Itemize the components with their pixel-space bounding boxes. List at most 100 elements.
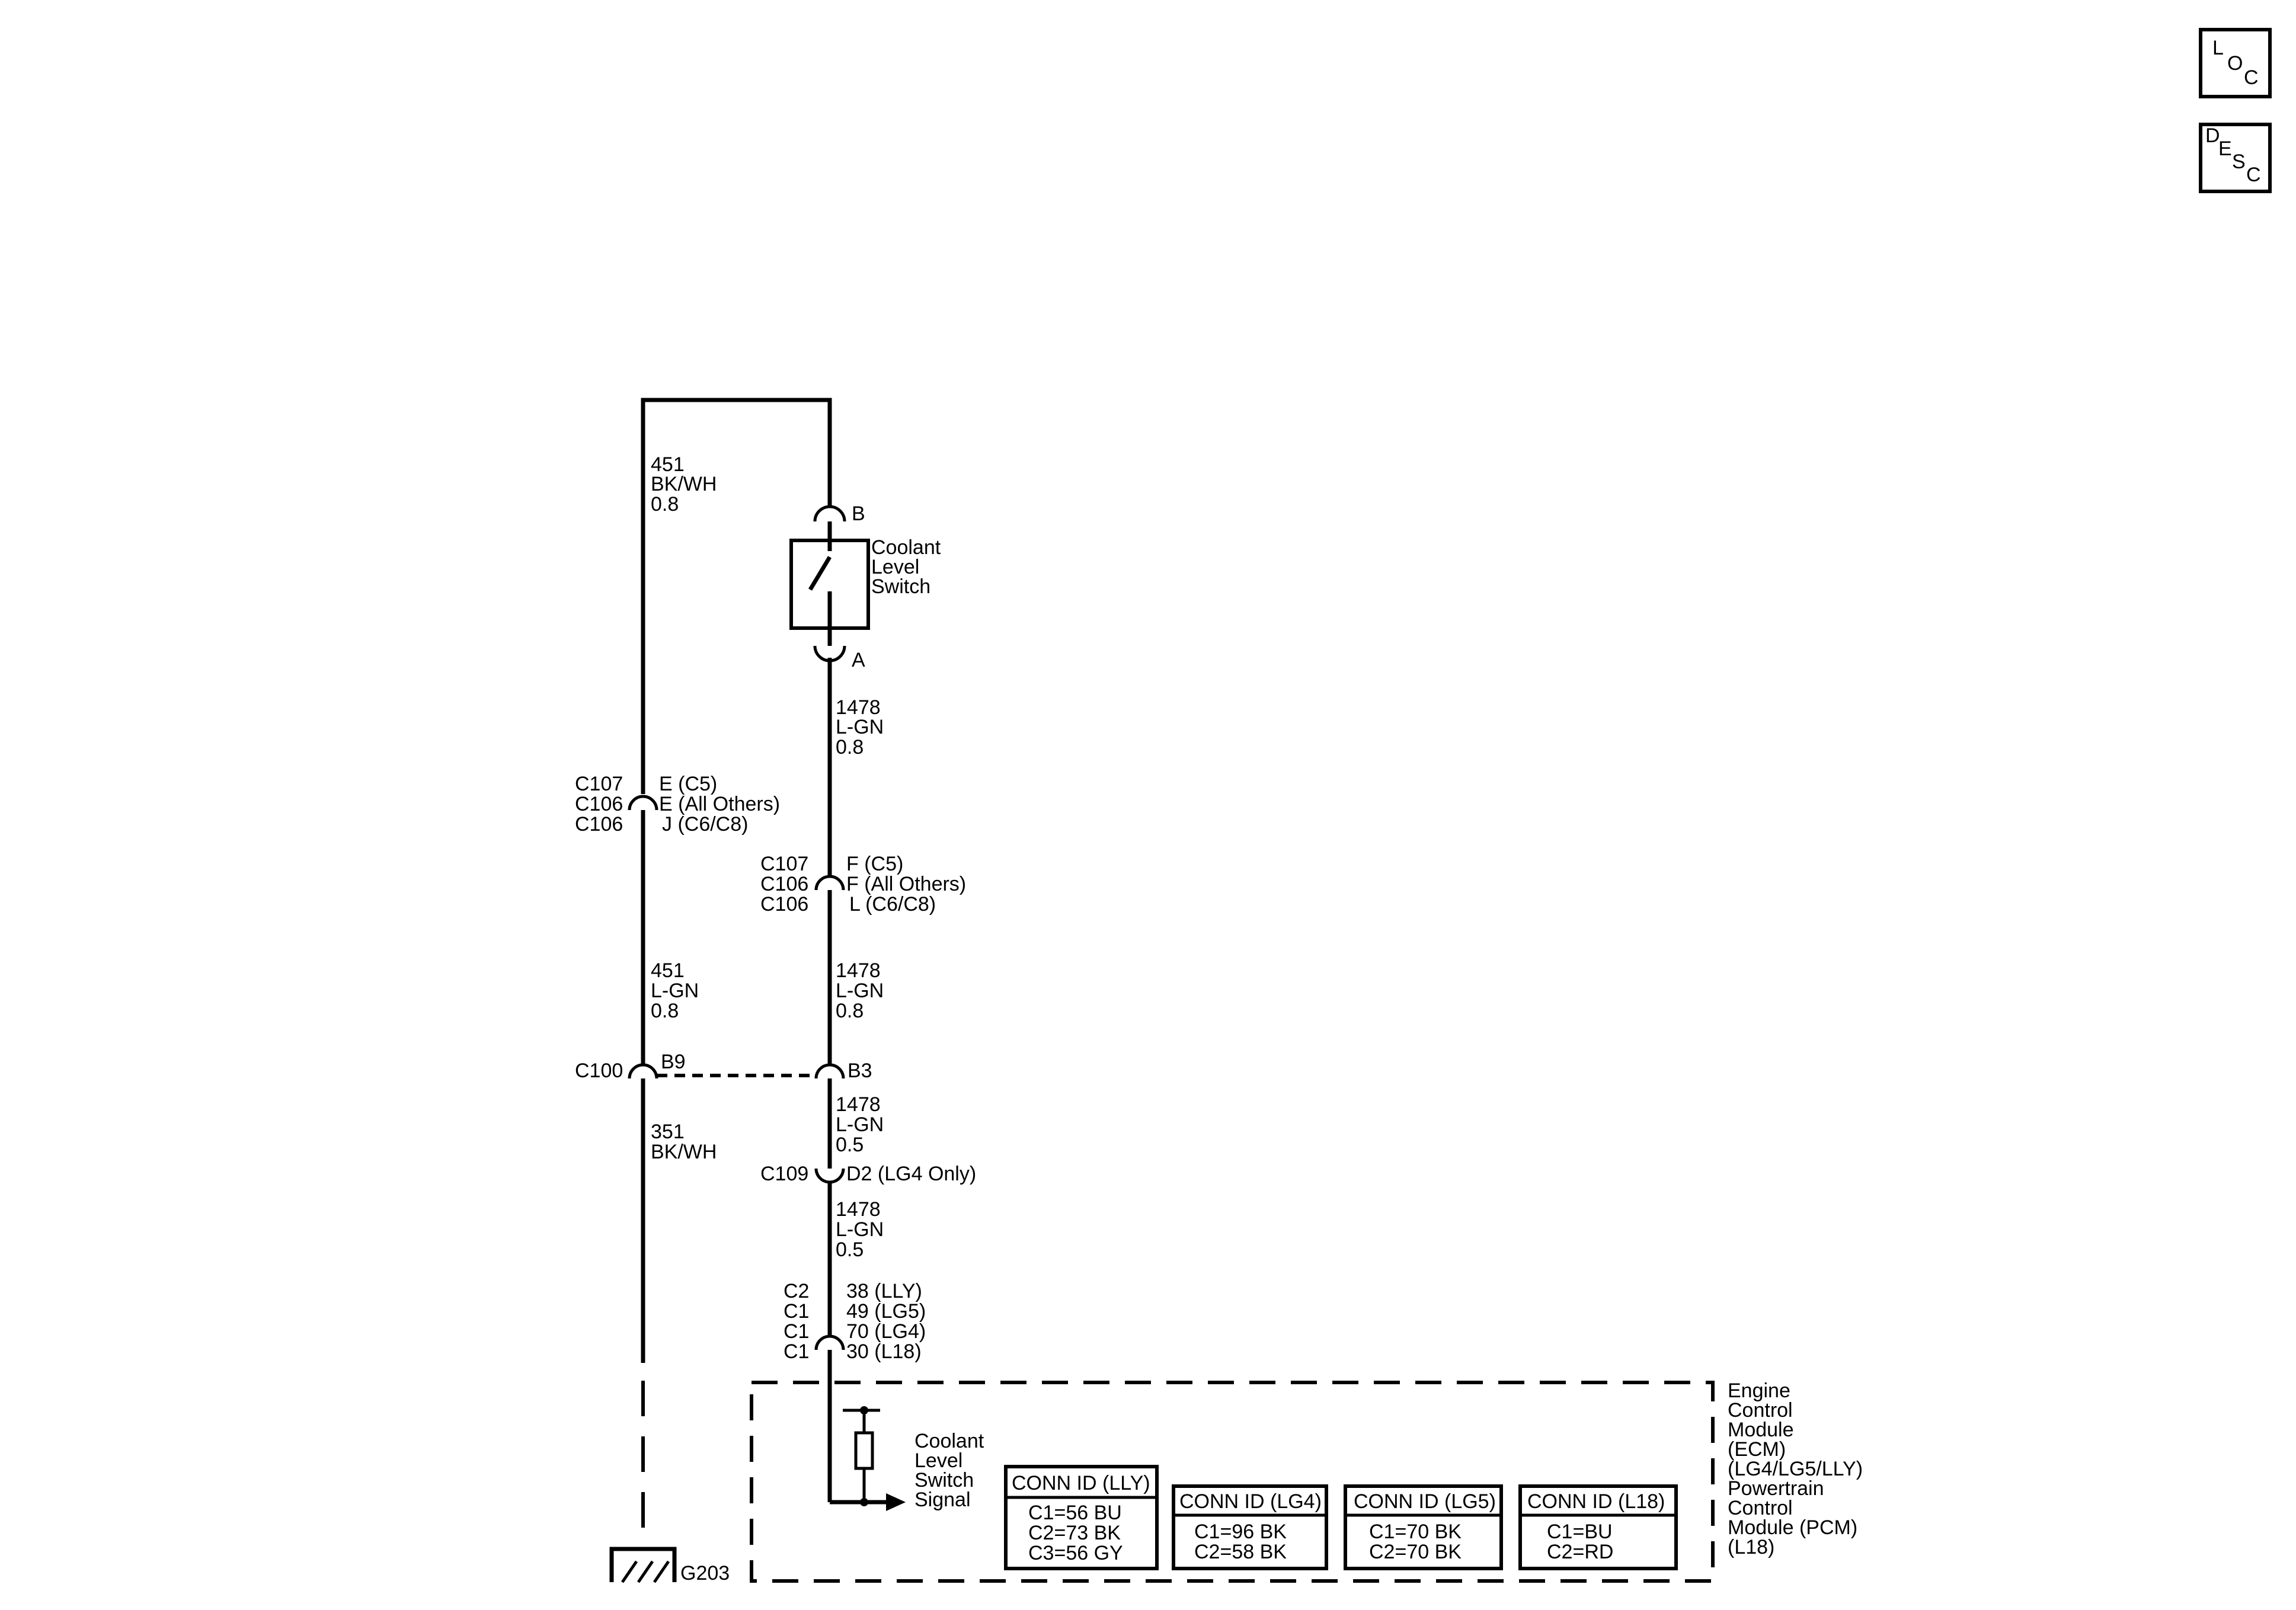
- loc-letter-o: O: [2227, 52, 2243, 75]
- svg-text:C1: C1: [784, 1320, 809, 1343]
- pin-b-label: B: [852, 502, 865, 525]
- svg-text:J (C6/C8): J (C6/C8): [662, 813, 748, 836]
- loc-button[interactable]: L O C: [2199, 28, 2272, 98]
- svg-text:C109: C109: [760, 1163, 808, 1185]
- c100-connector: C100 B9 B3: [575, 1051, 872, 1099]
- c109-connector: C109 D2 (LG4 Only): [760, 1158, 976, 1185]
- conn-table-row: C2=70 BK: [1369, 1541, 1462, 1563]
- inline-connector-icon: [628, 795, 658, 811]
- loc-letter-c: C: [2244, 66, 2259, 89]
- switch-contact-icon: [808, 556, 832, 591]
- svg-text:351: 351: [651, 1121, 685, 1143]
- switch-name-line2: Level: [871, 556, 919, 578]
- svg-text:(L18): (L18): [1728, 1536, 1774, 1558]
- svg-text:Engine: Engine: [1728, 1379, 1790, 1402]
- wire-label-left-top: 451 BK/WH 0.8: [651, 453, 717, 516]
- svg-text:C106: C106: [575, 813, 623, 836]
- conn-table-title: CONN ID (LG4): [1179, 1490, 1322, 1513]
- svg-text:(LG4/LG5/LLY): (LG4/LG5/LLY): [1728, 1458, 1863, 1480]
- inline-connector-icon: [814, 1063, 845, 1079]
- svg-text:C1: C1: [784, 1300, 809, 1323]
- svg-text:C107: C107: [760, 853, 808, 875]
- svg-text:C100: C100: [575, 1060, 623, 1082]
- svg-text:E (All Others): E (All Others): [659, 793, 780, 815]
- ground-icon: [609, 1547, 677, 1582]
- wire-label-right-mid: 1478 L-GN 0.8: [836, 959, 884, 1022]
- wire-label-left-low: 351 BK/WH: [651, 1121, 717, 1163]
- svg-text:B3: B3: [848, 1060, 872, 1082]
- svg-text:70 (LG4): 70 (LG4): [846, 1320, 926, 1343]
- svg-text:C106: C106: [760, 893, 808, 916]
- loc-icon: [2199, 28, 2272, 98]
- svg-text:C1: C1: [784, 1340, 809, 1363]
- svg-text:0.5: 0.5: [836, 1134, 864, 1156]
- wire-label-right-low2: 1478 L-GN 0.5: [836, 1198, 884, 1261]
- svg-text:B9: B9: [661, 1051, 686, 1073]
- svg-text:451: 451: [651, 959, 685, 982]
- top-loop-wire: [641, 398, 832, 794]
- svg-text:Switch: Switch: [914, 1469, 974, 1491]
- wire-label-right-low1: 1478 L-GN 0.5: [836, 1093, 884, 1156]
- svg-text:49 (LG5): 49 (LG5): [846, 1300, 926, 1323]
- svg-text:Signal: Signal: [914, 1489, 971, 1511]
- svg-text:Module (PCM): Module (PCM): [1728, 1516, 1857, 1539]
- svg-text:0.8: 0.8: [836, 1000, 864, 1022]
- svg-text:Module: Module: [1728, 1419, 1794, 1441]
- desc-icon: [2199, 123, 2272, 193]
- inline-connector-icon: [814, 1168, 845, 1184]
- svg-text:L-GN: L-GN: [836, 1218, 884, 1241]
- conn-table-row: C1=BU: [1547, 1521, 1613, 1543]
- svg-text:Powertrain: Powertrain: [1728, 1477, 1824, 1500]
- svg-text:0.8: 0.8: [651, 1000, 679, 1022]
- svg-text:BK/WH: BK/WH: [651, 1141, 717, 1163]
- inline-connector-icon: [814, 875, 845, 891]
- switch-name-line3: Switch: [871, 575, 930, 598]
- svg-text:1478: 1478: [836, 1093, 881, 1116]
- svg-text:451: 451: [651, 453, 685, 476]
- svg-text:Coolant: Coolant: [914, 1430, 984, 1452]
- conn-id-table-lg5: CONN ID (LG5) C1=70 BK C2=70 BK: [1344, 1484, 1503, 1570]
- ecm-module-box: [750, 1381, 1715, 1583]
- svg-text:L-GN: L-GN: [836, 1113, 884, 1136]
- conn-table-row: C2=73 BK: [1028, 1522, 1121, 1544]
- desc-letter-c: C: [2246, 164, 2261, 186]
- svg-text:Control: Control: [1728, 1497, 1793, 1519]
- svg-text:Control: Control: [1728, 1399, 1793, 1422]
- svg-text:E (C5): E (C5): [659, 773, 717, 795]
- conn-table-title: CONN ID (LG5): [1354, 1490, 1496, 1513]
- svg-text:0.8: 0.8: [836, 736, 864, 758]
- svg-text:L-GN: L-GN: [836, 980, 884, 1002]
- svg-text:L-GN: L-GN: [651, 980, 699, 1002]
- wire-label-left-mid: 451 L-GN 0.8: [651, 959, 699, 1022]
- ground-g203: G203: [609, 1547, 730, 1585]
- desc-letter-d: D: [2205, 124, 2220, 147]
- conn-id-table-l18: CONN ID (L18) C1=BU C2=RD: [1518, 1484, 1678, 1570]
- pin-b-connector-icon: [813, 505, 846, 522]
- svg-text:C2: C2: [784, 1280, 809, 1302]
- desc-button[interactable]: D E S C: [2199, 123, 2272, 193]
- svg-text:38 (LLY): 38 (LLY): [846, 1280, 922, 1302]
- svg-text:BK/WH: BK/WH: [651, 473, 717, 495]
- conn-table-row: C1=56 BU: [1028, 1502, 1122, 1524]
- inline-connector-icon: [628, 1063, 658, 1079]
- conn-id-table-lly: CONN ID (LLY) C1=56 BU C2=73 BK C3=56 GY: [1004, 1465, 1159, 1570]
- resistor-icon: [854, 1431, 874, 1470]
- inline-connector-icon: [814, 1334, 845, 1350]
- svg-text:0.8: 0.8: [651, 493, 679, 516]
- wire-label-right-top: 1478 L-GN 0.8: [836, 696, 884, 758]
- svg-text:30 (L18): 30 (L18): [846, 1340, 922, 1363]
- conn-table-title: CONN ID (LLY): [1012, 1472, 1150, 1494]
- svg-text:(ECM): (ECM): [1728, 1438, 1786, 1461]
- svg-text:1478: 1478: [836, 696, 881, 719]
- loc-letter-l: L: [2212, 37, 2224, 59]
- conn-id-table-lg4: CONN ID (LG4) C1=96 BK C2=58 BK: [1172, 1484, 1328, 1570]
- switch-name-line1: Coolant: [871, 536, 941, 559]
- coolant-level-switch: B A Coolant Level Switch: [789, 502, 941, 671]
- svg-text:0.5: 0.5: [836, 1238, 864, 1261]
- conn-table-row: C2=58 BK: [1194, 1541, 1287, 1563]
- svg-text:1478: 1478: [836, 959, 881, 982]
- desc-letter-e: E: [2218, 137, 2232, 160]
- arrow-right-icon: [886, 1493, 906, 1511]
- conn-table-title: CONN ID (L18): [1527, 1490, 1665, 1513]
